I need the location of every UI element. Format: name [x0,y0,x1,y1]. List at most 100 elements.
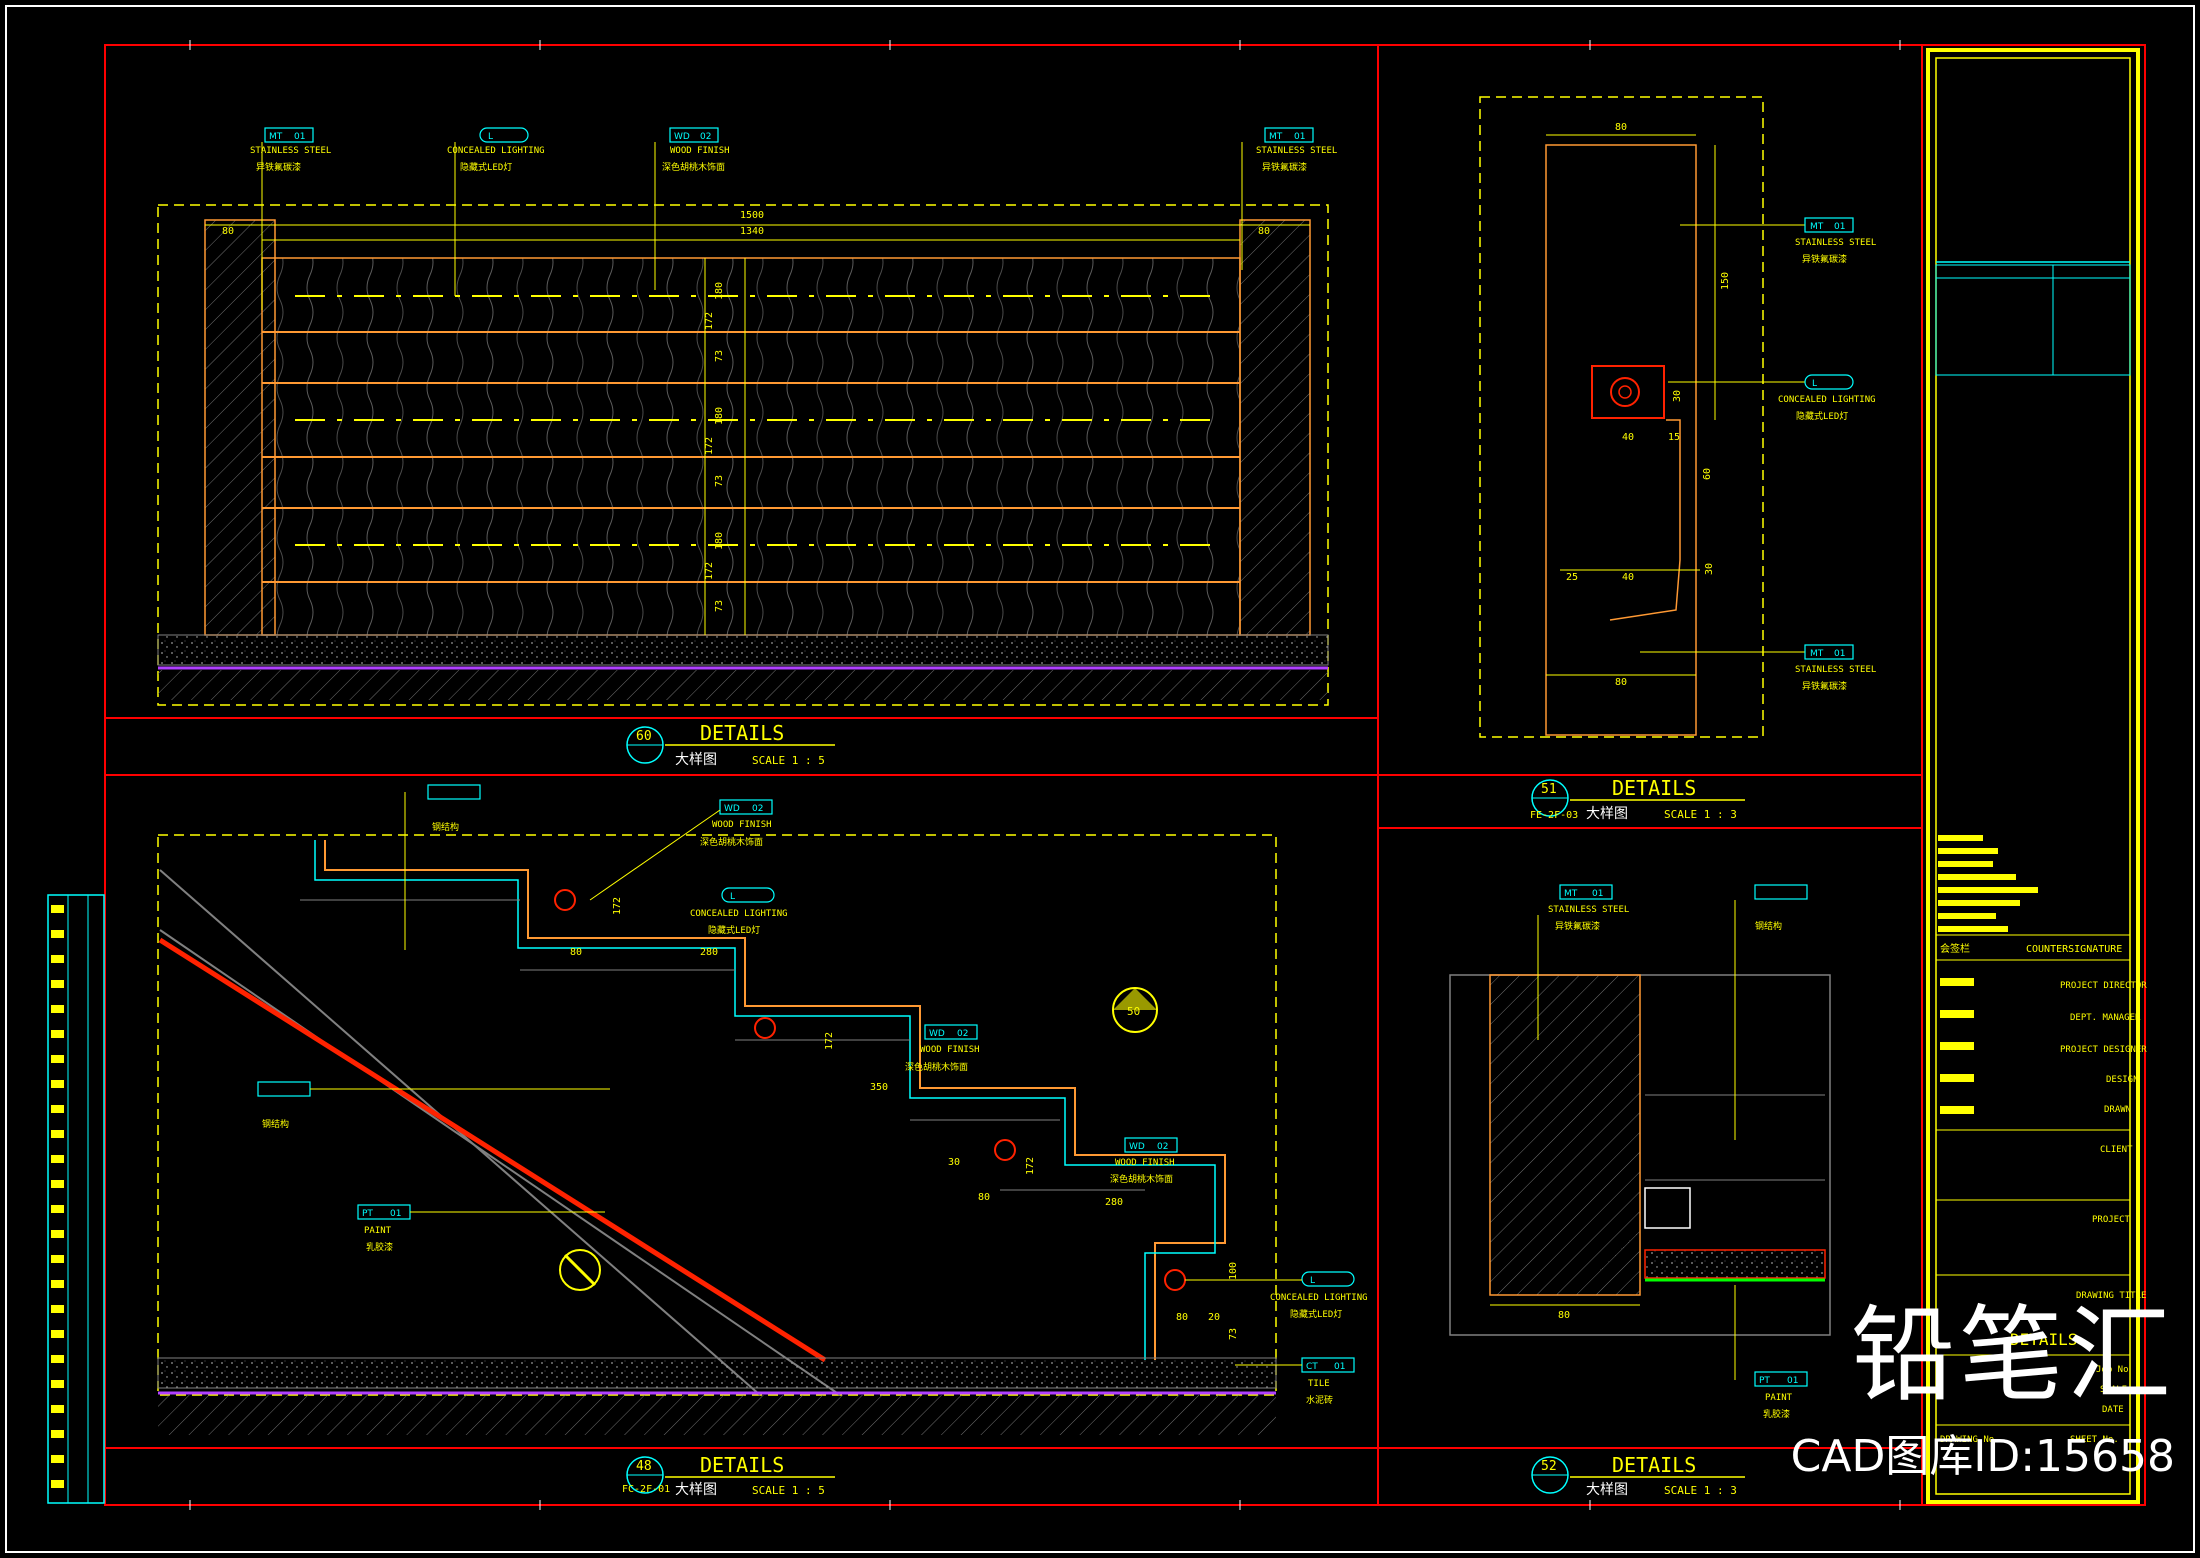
dim-48-13: 73 [1228,1328,1239,1340]
tag-48-4-code: WD [929,1029,945,1039]
dim-48-1: 172 [612,897,623,915]
tag-51-3-num: 01 [1834,649,1845,659]
detail-48-scale: SCALE 1 : 5 [752,1484,825,1497]
tag-48-2: WD 02 WOOD FINISH 深色胡桃木饰面 [589,799,773,901]
tag-51-3-code: MT [1810,649,1824,659]
dim-48-10: 100 [1228,1262,1239,1280]
dim-48-8: 80 [978,1192,990,1203]
dim-60-v-6: 73 [714,475,725,487]
dim-60-v-1: 180 [714,282,725,300]
tag-48-2-code: WD [724,804,740,814]
tag-48-3-line2: 隐藏式LED灯 [708,924,760,936]
tag-52-2-line1: 钢结构 [1755,920,1782,932]
dim-51-10: 80 [1615,677,1627,688]
dim-51-1: 80 [1615,122,1627,133]
tag-48-7: PT 01 PAINT 乳胶漆 [357,1204,605,1253]
tag-51-3-line1: STAINLESS STEEL [1795,665,1876,675]
detail-52-tags: MT 01 STAINLESS STEEL 异铁氟碳漆 钢结构 PT 01 PA… [1548,884,1808,1420]
detail-48-stair-section: 50 [157,834,1277,1435]
tag-48-4-num: 02 [957,1029,968,1039]
tag-52-3-line1: PAINT [1765,1393,1793,1403]
tag-48-7-line1: PAINT [364,1226,392,1236]
dim-48-4: 172 [824,1032,835,1050]
dim-60-v-9: 73 [714,600,725,612]
tag-48-5: 钢结构 [257,1081,610,1130]
detail-51-dimensions: 80 150 30 40 15 60 25 40 30 80 [1566,122,1731,688]
tag-60-3-line2: 深色胡桃木饰面 [662,161,725,173]
tag-60-1-line2: 异铁氟碳漆 [256,161,301,173]
tag-48-8-code: L [1310,1276,1315,1286]
tag-52-1-code: MT [1564,889,1578,899]
tag-48-1-line1: 钢结构 [432,821,459,833]
tag-48-4-line1: WOOD FINISH [920,1045,980,1055]
tag-51-2-line2: 隐藏式LED灯 [1796,410,1848,422]
tag-48-9: CT 01 TILE 水泥砖 [1235,1357,1355,1406]
tag-48-1: 钢结构 [404,784,481,950]
tag-51-1: MT 01 STAINLESS STEEL 异铁氟碳漆 [1795,217,1876,265]
dim-60-top-1: 1500 [740,210,764,221]
detail-51-subtitle: 大样图 [1586,806,1628,822]
dim-60-top-2: 1340 [740,226,764,237]
tag-48-2-num: 02 [752,804,763,814]
dim-60-v-3: 73 [714,350,725,362]
tag-51-2: L CONCEALED LIGHTING 隐藏式LED灯 [1778,374,1876,422]
tag-60-3-num: 02 [700,132,711,142]
tag-60-4: MT 01 STAINLESS STEEL 异铁氟碳漆 [1241,127,1337,270]
tag-51-1-code: MT [1810,222,1824,232]
tag-52-1-line1: STAINLESS STEEL [1548,905,1629,915]
title-block-drawing-title: DETAILS [2010,1330,2077,1349]
dim-52-1: 80 [1558,1310,1570,1321]
tag-52-3-line2: 乳胶漆 [1763,1408,1790,1420]
role-drawn: DRAWN [2104,1105,2131,1115]
tag-51-2-code: L [1812,379,1817,389]
dim-48-2: 80 [570,947,582,958]
tag-48-4-line2: 深色胡桃木饰面 [905,1061,968,1073]
tag-48-6-num: 02 [1157,1142,1168,1152]
tag-48-3-line1: CONCEALED LIGHTING [690,909,788,919]
tag-48-7-code: PT [362,1209,373,1219]
detail-60-elevation [157,204,1329,706]
detail-51-heading: DETAILS [1612,776,1696,800]
tag-60-2-line1: CONCEALED LIGHTING [447,146,545,156]
tag-48-3-code: L [730,892,735,902]
dim-51-2: 150 [1720,272,1731,290]
dim-48-12: 20 [1208,1312,1220,1323]
tag-52-1-line2: 异铁氟碳漆 [1555,920,1600,932]
tag-48-6: WD 02 WOOD FINISH 深色胡桃木饰面 [1110,1137,1178,1185]
detail-48-heading: DETAILS [700,1453,784,1477]
tag-52-3-code: PT [1759,1376,1770,1386]
role-project-director: PROJECT DIRECTOR [2060,981,2147,991]
detail-60-heading: DETAILS [700,721,784,745]
counters-label: 会签栏 [1940,942,1970,955]
dim-60-v-5: 172 [704,437,715,455]
dim-51-6: 60 [1702,468,1713,480]
detail-52-title: 52 DETAILS 大样图 SCALE 1 : 3 [1531,1453,1745,1498]
dim-48-9: 280 [1105,1197,1123,1208]
tag-52-3-num: 01 [1787,1376,1798,1386]
tag-60-3-line1: WOOD FINISH [670,146,730,156]
role-drawing-title: DRAWING TITLE [2076,1291,2146,1301]
tag-48-7-line2: 乳胶漆 [366,1241,393,1253]
tag-48-6-line2: 深色胡桃木饰面 [1110,1173,1173,1185]
detail-52-scale: SCALE 1 : 3 [1664,1484,1737,1497]
tag-60-1-num: 01 [294,132,305,142]
role-dept-manager: DEPT. MANAGER [2070,1013,2141,1023]
sheet-no-label: SHEET No. [2070,1435,2119,1445]
tag-48-6-line1: WOOD FINISH [1115,1158,1175,1168]
section-mark-48: 50 [1127,1005,1140,1018]
outer-border [5,5,2195,1553]
tag-51-3: MT 01 STAINLESS STEEL 异铁氟碳漆 [1795,644,1876,692]
tag-48-2-line1: WOOD FINISH [712,820,772,830]
role-client: CLIENT [2100,1145,2133,1155]
tag-60-4-line1: STAINLESS STEEL [1256,146,1337,156]
tag-60-2-code: L [488,132,493,142]
detail-51-tags: MT 01 STAINLESS STEEL 异铁氟碳漆 L CONCEALED … [1778,217,1876,692]
title-block: COUNTERSIGNATURE 会签栏 PROJECT DIRECTOR DE… [1926,48,2147,1504]
tag-48-8-line1: CONCEALED LIGHTING [1270,1293,1368,1303]
dim-60-v-2: 172 [704,312,715,330]
dim-48-11: 80 [1176,1312,1188,1323]
dim-48-5: 350 [870,1082,888,1093]
dim-48-7: 30 [948,1157,960,1168]
tag-51-1-num: 01 [1834,222,1845,232]
tag-48-9-num: 01 [1334,1362,1345,1372]
